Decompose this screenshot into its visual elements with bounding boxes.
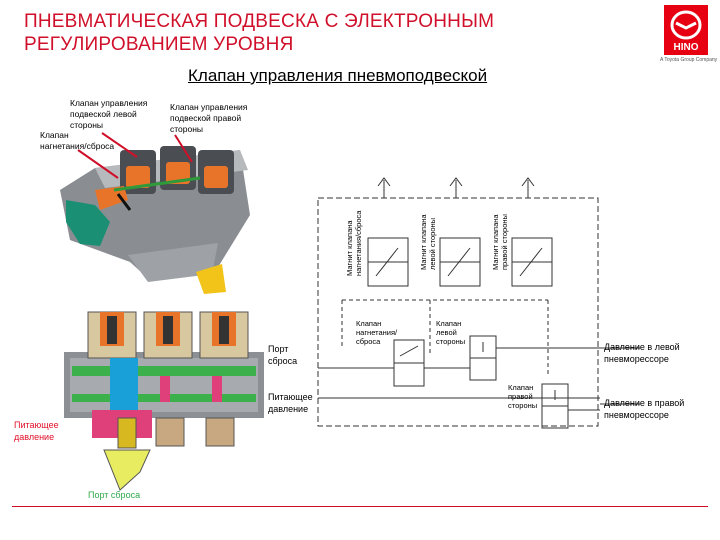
pressure-right-line1: Давление в правой — [604, 398, 684, 408]
pneumatic-schematic — [317, 177, 640, 429]
valve-2-line3: стороны — [436, 337, 465, 346]
cutaway-exhaust-label: Порт сброса — [88, 490, 140, 500]
valve-1-line3: сброса — [356, 337, 381, 346]
label-right-valve-3: стороны — [170, 124, 203, 134]
svg-text:Магнит клапана левой сто: Магнит клапана левой стороны — [419, 212, 437, 270]
footer-divider — [12, 506, 708, 507]
magnet-2-line1: Магнит клапана — [419, 214, 428, 270]
valve-2-line1: Клапан — [436, 319, 461, 328]
port-exhaust-line1: Порт — [268, 344, 288, 354]
svg-text:Магнит клапана правой ст: Магнит клапана правой стороны — [491, 212, 509, 270]
label-charge-valve-2: нагнетания/сброса — [40, 141, 114, 151]
valve-3-line1: Клапан — [508, 383, 533, 392]
svg-text:Клапан нагнетания/сброса: Клапан нагнетания/сброса — [40, 130, 114, 151]
title-line-2: РЕГУЛИРОВАНИЕМ УРОВНЯ — [24, 34, 294, 55]
svg-text:Давление в левой пневмор: Давление в левой пневморессоре — [604, 342, 682, 364]
port-exhaust-line2: сброса — [268, 356, 297, 366]
port-supply-line2: давление — [268, 404, 308, 414]
cutaway-supply-1: Питающее — [14, 420, 59, 430]
hino-logo-icon: HINO — [670, 10, 702, 53]
cutaway-supply-2: давление — [14, 432, 54, 442]
valve-3-line2: правой — [508, 392, 533, 401]
label-left-valve-3: стороны — [70, 120, 103, 130]
label-left-valve-2: подвеской левой — [70, 109, 137, 119]
logo-text: HINO — [674, 42, 699, 53]
label-right-valve-2: подвеской правой — [170, 113, 241, 123]
title-line-1: ПНЕВМАТИЧЕСКАЯ ПОДВЕСКА С ЭЛЕКТРОННЫМ — [24, 11, 495, 32]
magnet-1-line2: нагнетания/сброса — [354, 210, 363, 276]
label-right-valve-1: Клапан управления — [170, 102, 248, 112]
svg-text:Питающее давление: Питающее давление — [14, 420, 61, 442]
magnet-1-line1: Магнит клапана — [345, 220, 354, 276]
valve-cutaway — [64, 311, 264, 491]
page-subtitle: Клапан управления пневмоподвеской — [188, 66, 488, 85]
hino-logo: HINO — [664, 5, 708, 55]
svg-text:Давление в правой пневмо: Давление в правой пневморессоре — [604, 398, 687, 420]
pressure-left-line1: Давление в левой — [604, 342, 680, 352]
valve-2-line2: левой — [436, 328, 457, 337]
svg-text:Питающее давление: Питающее давление — [268, 392, 315, 414]
svg-text:Клапан правой стор: Клапан правой стороны — [508, 383, 537, 410]
valve-photo — [60, 132, 250, 294]
pressure-left-line2: пневморессоре — [604, 354, 669, 364]
svg-text:Клапан левой сторо: Клапан левой стороны — [436, 319, 465, 346]
magnet-3-line1: Магнит клапана — [491, 214, 500, 270]
svg-text:Порт сброса: Порт сброса — [268, 344, 297, 366]
valve-3-line3: стороны — [508, 401, 537, 410]
magnet-3-line2: правой стороны — [500, 214, 509, 270]
label-left-valve-1: Клапан управления — [70, 98, 148, 108]
valve-1-line1: Клапан — [356, 319, 381, 328]
label-charge-valve-1: Клапан — [40, 130, 69, 140]
logo-tagline: A Toyota Group Company — [660, 57, 718, 63]
svg-text:Клапан нагнетания/: Клапан нагнетания/ сброса — [356, 319, 399, 346]
svg-text:Клапан управления подвеско: Клапан управления подвеской левой сторон… — [70, 98, 150, 130]
port-supply-line1: Питающее — [268, 392, 313, 402]
magnet-2-line2: левой стороны — [428, 218, 437, 270]
pressure-right-line2: пневморессоре — [604, 410, 669, 420]
valve-1-line2: нагнетания/ — [356, 328, 398, 337]
page-title: ПНЕВМАТИЧЕСКАЯ ПОДВЕСКА С ЭЛЕКТРОННЫМ РЕ… — [24, 10, 494, 56]
svg-text:Клапан управления подвеско: Клапан управления подвеской правой сторо… — [170, 102, 250, 134]
svg-text:Магнит клапана нагнетани: Магнит клапана нагнетания/сброса — [345, 210, 363, 276]
